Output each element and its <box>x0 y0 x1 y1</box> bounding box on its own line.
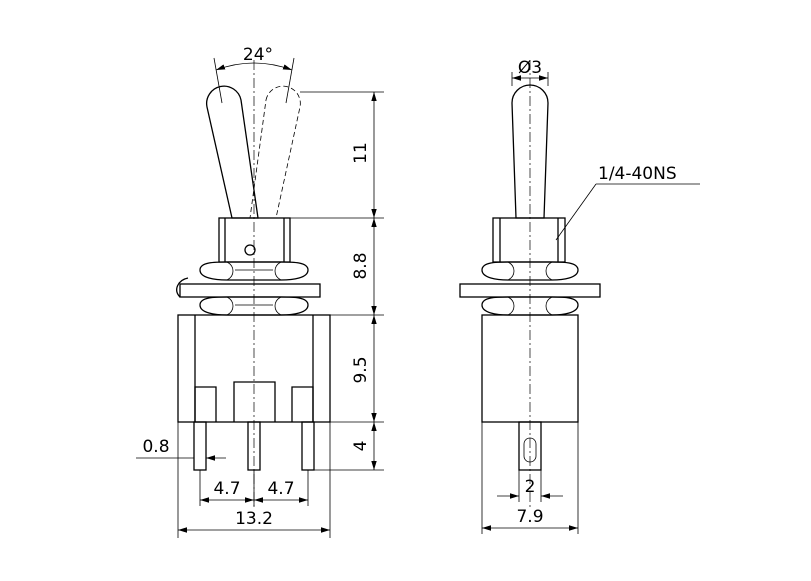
dimension-lines: 24° 11 8.8 9.5 4 0.8 4.7 4.7 13.2 <box>136 45 700 538</box>
thread-spec: 1/4-40NS <box>598 164 677 184</box>
pivot-circle <box>244 244 256 256</box>
side-lever <box>511 84 549 219</box>
terminal-left <box>193 421 207 471</box>
lever-dashed <box>249 85 301 219</box>
side-terminal <box>518 421 542 471</box>
mounting-plate <box>179 283 321 298</box>
dim-terminal-thickness: 0.8 <box>142 437 169 457</box>
dim-lever-diameter: Ø3 <box>518 58 542 78</box>
lever-solid <box>205 85 259 219</box>
body-base <box>194 381 314 422</box>
front-view <box>176 60 331 510</box>
front-bushing <box>218 217 291 263</box>
upper-nut <box>199 261 309 281</box>
dim-throw-angle: 24° <box>243 45 273 65</box>
dim-pitch-left: 4.7 <box>213 479 240 499</box>
terminal-right <box>301 421 315 471</box>
dim-body-height: 9.5 <box>351 356 371 383</box>
side-bushing <box>492 217 566 263</box>
side-upper-nut <box>481 261 579 281</box>
dim-body-depth: 7.9 <box>516 507 543 527</box>
dim-bushing-height: 8.8 <box>351 252 371 279</box>
side-view <box>459 60 601 510</box>
plate-tab <box>176 277 189 298</box>
dim-terminal-length: 4 <box>351 441 371 452</box>
dim-lever-length: 11 <box>351 142 371 164</box>
terminal-slot <box>523 437 537 463</box>
dim-body-width: 13.2 <box>235 509 273 529</box>
dim-terminal-width: 2 <box>525 477 536 497</box>
dim-pitch-right: 4.7 <box>267 479 294 499</box>
